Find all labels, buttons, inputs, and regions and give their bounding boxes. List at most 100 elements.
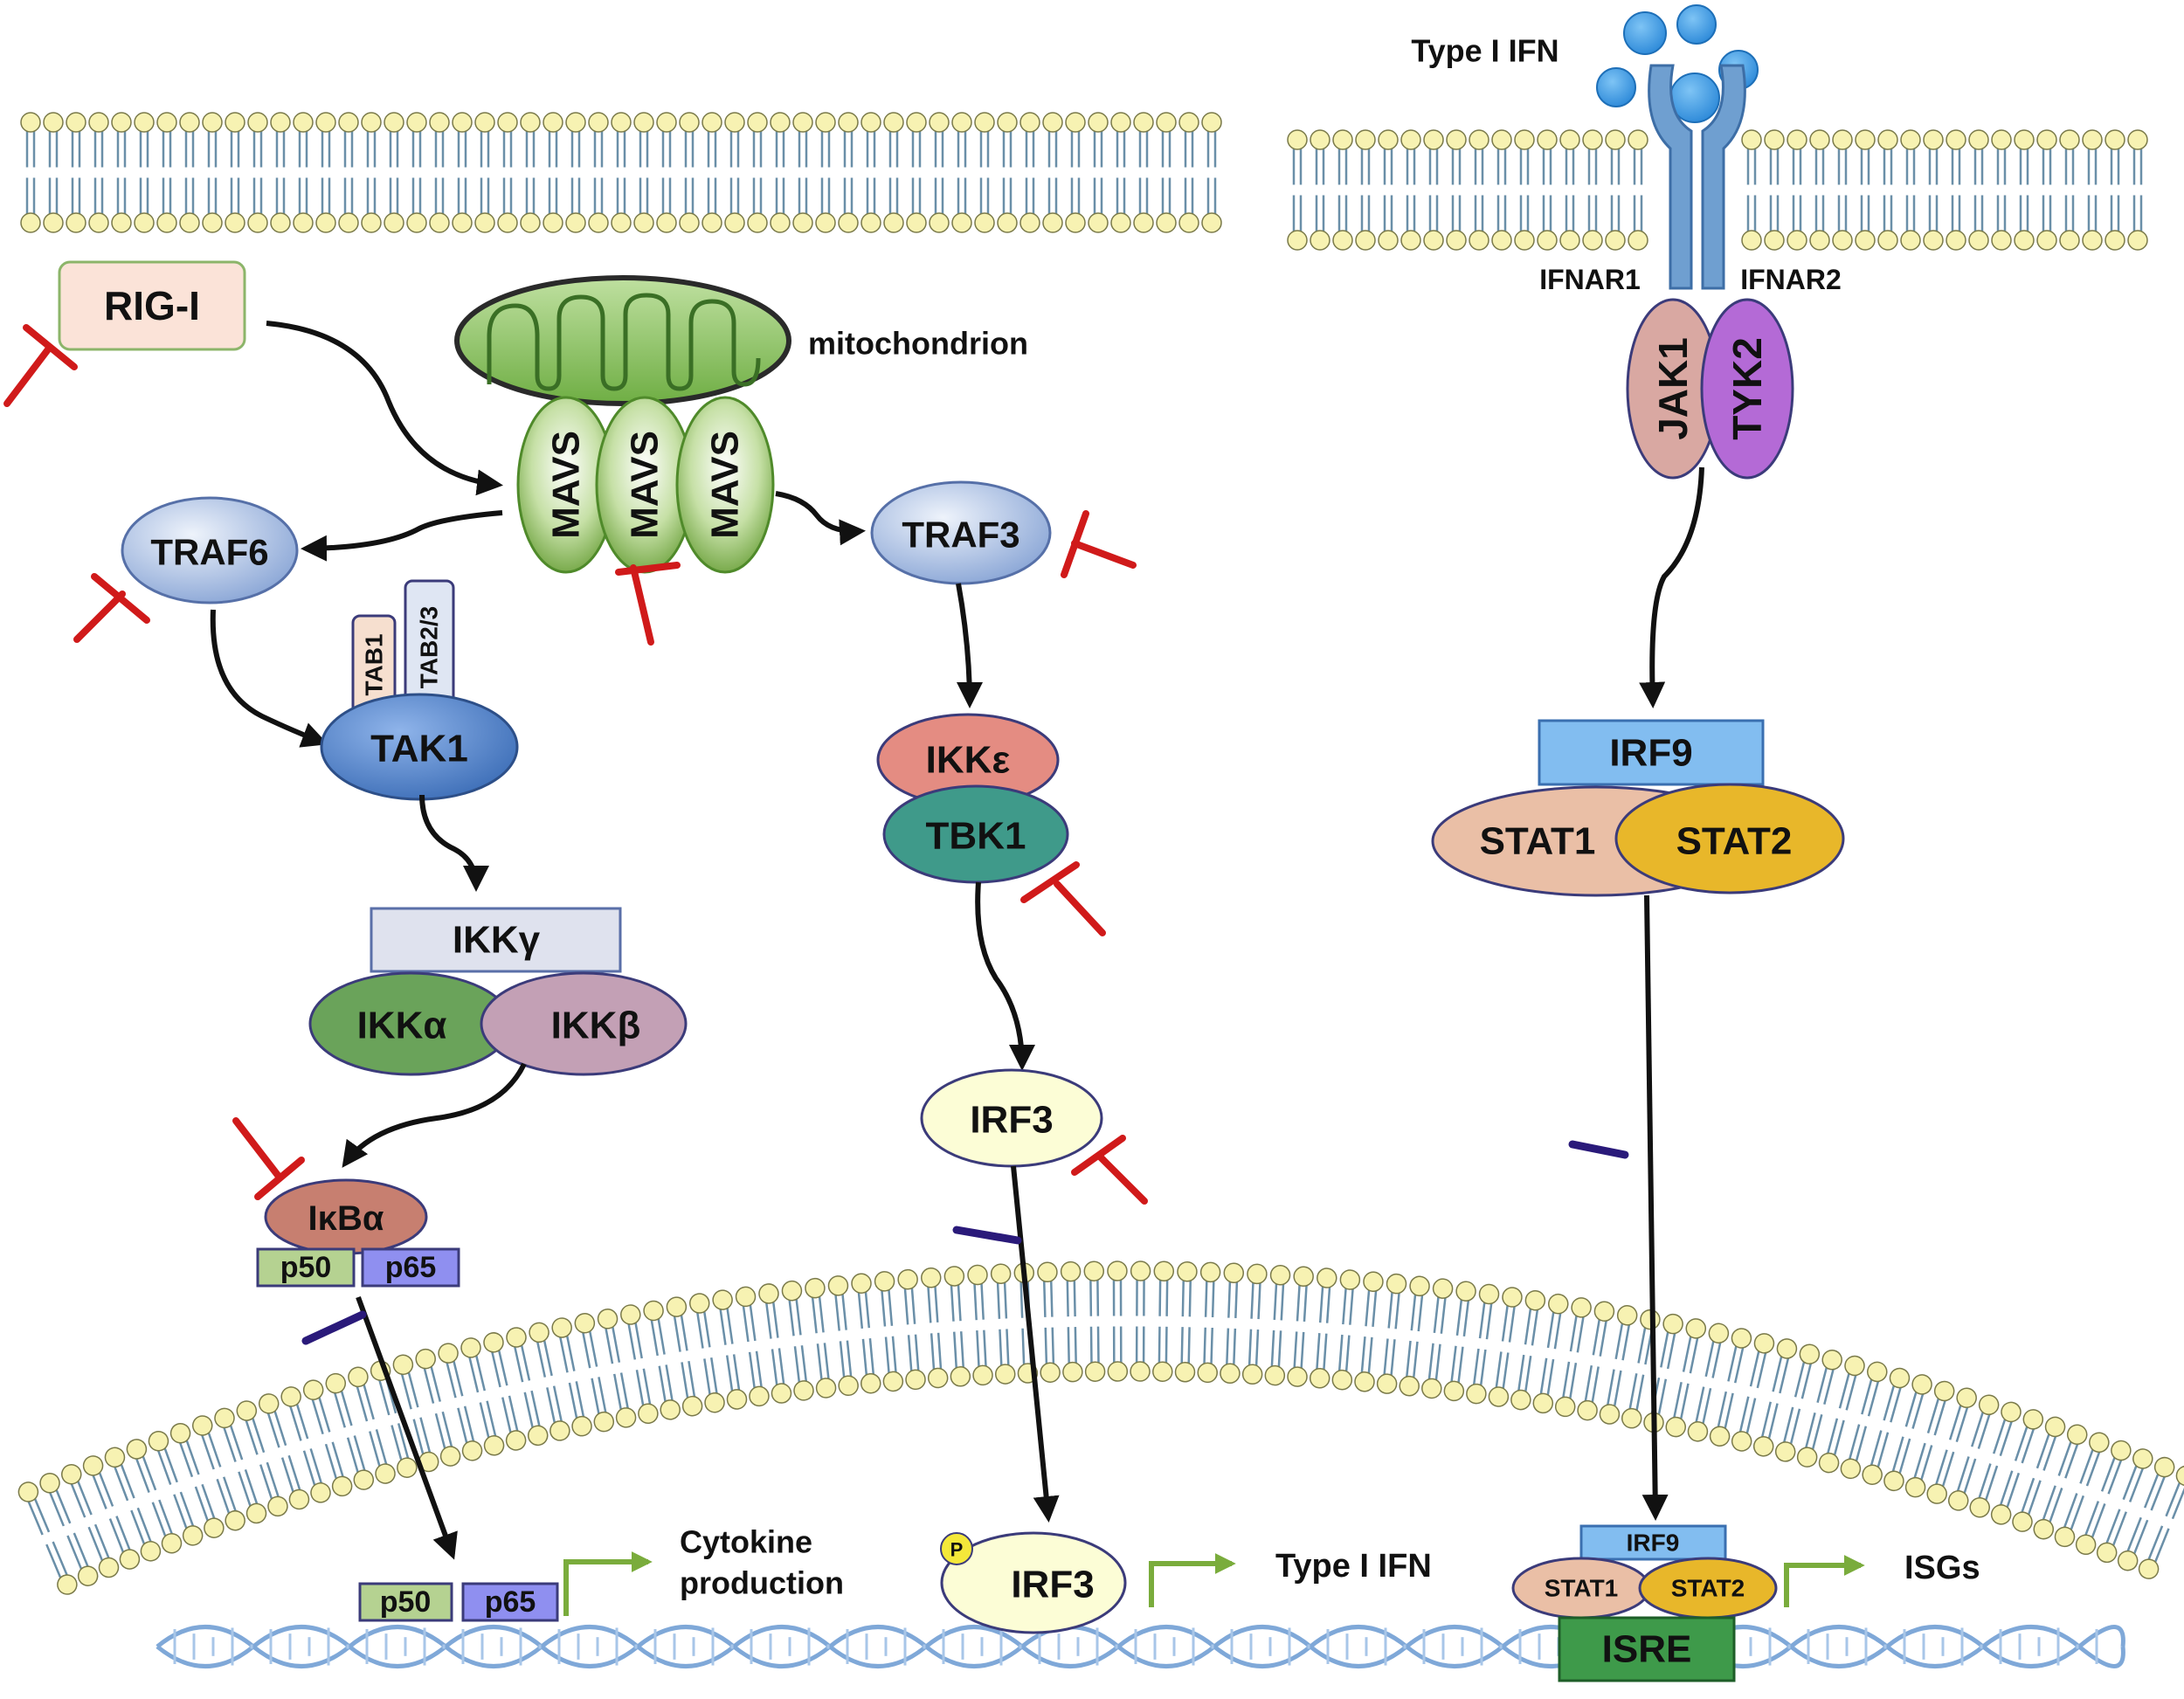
lipid xyxy=(724,112,745,233)
lipid xyxy=(2033,1424,2088,1540)
lipid xyxy=(588,112,609,233)
irf9-label: IRF9 xyxy=(1609,732,1692,775)
lipid xyxy=(1399,1275,1430,1397)
lipid xyxy=(712,1289,748,1410)
dna-helix xyxy=(156,1625,2125,1668)
lipid xyxy=(104,1447,162,1562)
stat2-label: STAT2 xyxy=(1676,820,1793,863)
lipid xyxy=(1491,129,1512,251)
lipid xyxy=(620,1304,659,1424)
lipid xyxy=(1421,1278,1454,1399)
lipid xyxy=(1990,1409,2044,1525)
lipid xyxy=(315,112,336,233)
lipid xyxy=(2096,1448,2153,1564)
irf3-label: IRF3 xyxy=(970,1099,1053,1142)
lipid xyxy=(679,112,700,233)
lipid xyxy=(1488,1287,1523,1407)
inhibit-rig-i xyxy=(3,324,78,407)
stat2-node xyxy=(1614,783,1845,894)
lipid xyxy=(497,112,518,233)
lipid xyxy=(126,1439,183,1554)
rig-i-box xyxy=(58,260,246,351)
lipid xyxy=(1130,1260,1151,1382)
lipid xyxy=(293,112,314,233)
lipid xyxy=(134,112,155,233)
lipid xyxy=(1355,129,1376,251)
ifn-ligand xyxy=(1596,4,1759,123)
lipid xyxy=(66,112,86,233)
inhibit-navy-irf3 xyxy=(952,1226,1022,1245)
p65-nuclear-label: p65 xyxy=(485,1585,536,1619)
lipid xyxy=(1443,1281,1476,1402)
lipid xyxy=(1019,112,1040,233)
ifn-dot xyxy=(1596,67,1636,107)
lipid xyxy=(1599,1305,1638,1425)
inhibit-irf3 xyxy=(1071,1135,1148,1205)
lipid xyxy=(974,112,995,233)
lipid xyxy=(1088,112,1109,233)
lipid xyxy=(88,112,109,233)
lipid xyxy=(543,112,563,233)
mavs-node xyxy=(675,396,775,574)
lipid xyxy=(1309,1267,1337,1389)
lipid xyxy=(370,1360,418,1478)
lipid xyxy=(1510,1290,1546,1411)
tak1-label: TAK1 xyxy=(370,728,468,770)
lipid xyxy=(1060,1260,1083,1383)
lipid xyxy=(1065,112,1086,233)
lipid xyxy=(1514,129,1535,251)
ifn-dot xyxy=(1676,4,1717,45)
phosphate-badge xyxy=(940,1532,973,1565)
ifn-dot xyxy=(1623,11,1667,55)
isgs-label: ISGs xyxy=(1904,1550,1980,1586)
lipid xyxy=(1378,129,1399,251)
ikk-beta-node xyxy=(480,971,688,1076)
lipid xyxy=(1037,1261,1061,1383)
lipid xyxy=(565,112,586,233)
lipid xyxy=(656,112,677,233)
arrow-tbk1-to-irf3 xyxy=(975,881,1035,1071)
lipid xyxy=(792,112,813,233)
lipid xyxy=(551,1317,592,1437)
lipid xyxy=(1709,1328,1752,1447)
p50-nuclear-label: p50 xyxy=(380,1585,432,1619)
irf3-phospho-node xyxy=(940,1531,1127,1634)
lipid xyxy=(506,1327,549,1447)
lipid xyxy=(1554,1297,1592,1418)
lipid xyxy=(2054,1432,2110,1548)
p50-box xyxy=(256,1247,356,1288)
ifn-promoter-arrow xyxy=(1149,1553,1236,1607)
traf6-label: TRAF6 xyxy=(150,532,268,573)
lipid xyxy=(82,1455,141,1570)
lipid xyxy=(406,112,427,233)
lipid xyxy=(611,112,632,233)
ikba-label: IκBα xyxy=(308,1199,384,1238)
lipid xyxy=(39,1473,99,1586)
lipid xyxy=(520,112,541,233)
rig-i-label: RIG-I xyxy=(104,283,200,328)
stat1-nuclear-label: STAT1 xyxy=(1545,1575,1619,1602)
lipid xyxy=(1310,129,1330,251)
arrow-mavs-to-traf3 xyxy=(775,491,866,546)
arrow-mavs-to-traf6 xyxy=(301,510,503,562)
irf9-nuclear-label: IRF9 xyxy=(1627,1530,1680,1557)
lipid xyxy=(1264,1264,1291,1386)
lipid xyxy=(1400,129,1421,251)
irf3-phospho-label: IRF3 xyxy=(1011,1564,1094,1606)
lipid xyxy=(214,1407,267,1524)
mitochondrion xyxy=(454,275,791,406)
arrow-stat-to-nucleus xyxy=(1641,894,1669,1521)
lipid xyxy=(1731,1333,1775,1452)
cytokine-label-line2: production xyxy=(680,1565,844,1601)
lipid xyxy=(2075,1440,2132,1556)
lipid xyxy=(1818,1355,1865,1474)
ifnar2-label: IFNAR2 xyxy=(1740,264,1842,295)
lipid xyxy=(529,1322,570,1441)
lipid xyxy=(951,112,972,233)
lipid xyxy=(17,1481,78,1595)
arrow-tak1-to-ikk xyxy=(419,794,489,892)
tab23-label: TAB2/3 xyxy=(416,606,443,688)
inhibit-tbk1 xyxy=(1020,861,1106,936)
jak1-label: JAK1 xyxy=(1650,337,1696,440)
lipid xyxy=(415,1348,461,1467)
